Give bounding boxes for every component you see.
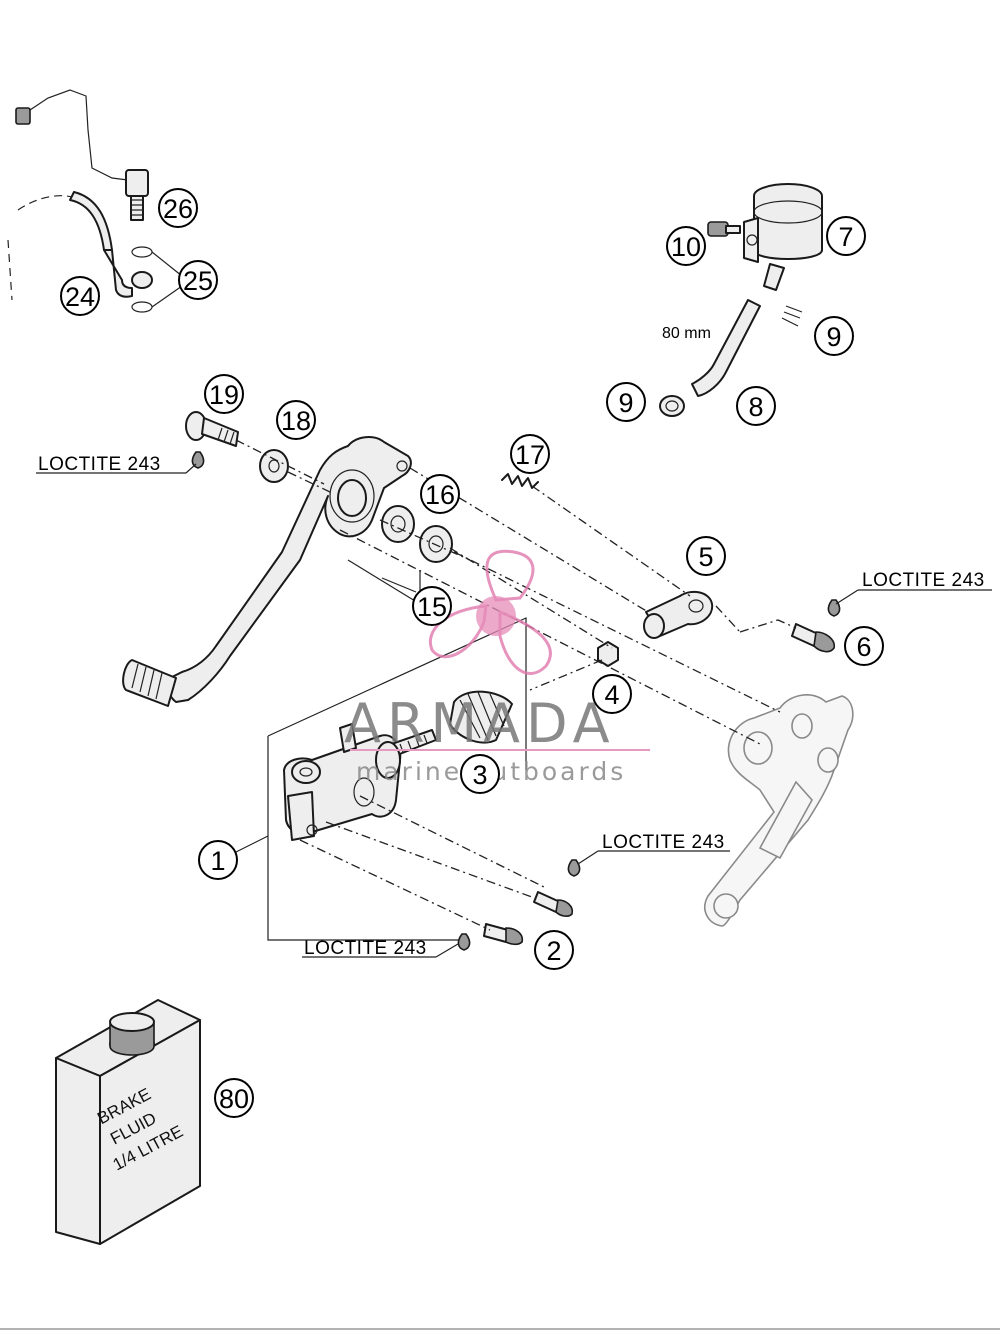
svg-text:4: 4 bbox=[604, 680, 619, 710]
svg-text:18: 18 bbox=[281, 406, 311, 436]
armada-watermark: ARMADA marine outboards bbox=[344, 549, 650, 786]
brake-switch-thread bbox=[130, 195, 144, 221]
push-rod-fork bbox=[643, 590, 714, 639]
brake-switch-body bbox=[125, 169, 149, 197]
brake-fluid-can bbox=[55, 999, 201, 1245]
footrest-bracket-ghost bbox=[704, 694, 854, 927]
svg-text:10: 10 bbox=[671, 232, 701, 262]
master-cylinder bbox=[283, 723, 437, 841]
svg-text:19: 19 bbox=[209, 380, 239, 410]
brake-fluid-reservoir-assembly bbox=[659, 183, 823, 417]
callout-2: 2 bbox=[534, 930, 574, 970]
brake-pedal bbox=[122, 436, 412, 707]
callout-1: 1 bbox=[198, 835, 269, 880]
return-spring bbox=[501, 473, 539, 489]
svg-text:26: 26 bbox=[163, 194, 193, 224]
callouts: 1 2 3 4 5 6 7 8 9 9 10 15 16 17 18 19 24… bbox=[60, 188, 884, 1118]
svg-text:3: 3 bbox=[472, 760, 487, 790]
reservoir-hose bbox=[691, 299, 761, 397]
callout-9-upper: 9 bbox=[814, 316, 854, 356]
callout-4: 4 bbox=[592, 674, 632, 714]
svg-text:15: 15 bbox=[417, 592, 447, 622]
lock-nut bbox=[597, 641, 619, 667]
loctite-note-2: LOCTITE 243 bbox=[862, 570, 985, 591]
callout-15: 15 bbox=[412, 586, 452, 626]
callout-3: 3 bbox=[460, 754, 500, 794]
svg-text:24: 24 bbox=[65, 282, 95, 312]
callout-5: 5 bbox=[686, 536, 726, 576]
sealing-washer-lower bbox=[131, 301, 153, 313]
callout-24: 24 bbox=[60, 276, 100, 316]
group-box-top bbox=[267, 617, 527, 770]
callout-19: 19 bbox=[204, 374, 244, 414]
svg-text:5: 5 bbox=[698, 542, 713, 572]
hose-length-note: 80 mm bbox=[662, 325, 711, 342]
svg-text:7: 7 bbox=[838, 222, 853, 252]
propeller-hub bbox=[476, 596, 516, 636]
brake-line-assembly bbox=[7, 89, 183, 313]
svg-text:16: 16 bbox=[425, 480, 455, 510]
svg-text:80: 80 bbox=[219, 1084, 249, 1114]
pivot-washer bbox=[259, 449, 289, 483]
svg-text:1: 1 bbox=[210, 846, 225, 876]
pivot-bolt bbox=[185, 411, 239, 447]
pedal-foot-peg bbox=[122, 659, 177, 707]
propeller-logo bbox=[428, 549, 552, 675]
reservoir-mount-tab bbox=[743, 217, 759, 263]
svg-text:25: 25 bbox=[183, 266, 213, 296]
watermark-brand: ARMADA bbox=[344, 692, 616, 755]
loctite-drop-3 bbox=[567, 859, 581, 877]
callout-26: 26 bbox=[158, 188, 198, 228]
callout-9-lower: 9 bbox=[606, 382, 646, 422]
callout-25: 25 bbox=[178, 260, 218, 300]
reservoir-outlet bbox=[763, 263, 785, 291]
callout-17: 17 bbox=[510, 434, 550, 474]
svg-text:6: 6 bbox=[856, 632, 871, 662]
connector-plug bbox=[15, 107, 31, 125]
svg-text:9: 9 bbox=[826, 322, 841, 352]
reservoir-body bbox=[753, 196, 823, 260]
assembly-lines bbox=[235, 439, 797, 931]
cylinder-bolts bbox=[483, 891, 574, 946]
callout-6: 6 bbox=[844, 626, 884, 666]
callout-10: 10 bbox=[666, 226, 706, 266]
svg-text:9: 9 bbox=[618, 388, 633, 418]
svg-text:17: 17 bbox=[515, 440, 545, 470]
can-cap bbox=[109, 1023, 155, 1056]
loctite-note-1: LOCTITE 243 bbox=[38, 454, 161, 475]
svg-text:2: 2 bbox=[546, 936, 561, 966]
banjo-fitting bbox=[131, 271, 153, 289]
rubber-boot bbox=[449, 690, 513, 744]
callout-80: 80 bbox=[214, 1078, 254, 1118]
hose-clamp-lower bbox=[659, 395, 685, 417]
loctite-drop-4 bbox=[457, 933, 471, 951]
callout-7: 7 bbox=[826, 216, 866, 256]
loctite-note-3: LOCTITE 243 bbox=[602, 832, 725, 853]
notes: LOCTITE 243 LOCTITE 243 LOCTITE 243 LOCT… bbox=[36, 325, 992, 959]
pivot-bushings bbox=[381, 505, 453, 563]
loctite-note-4: LOCTITE 243 bbox=[304, 938, 427, 959]
fork-bolt bbox=[791, 623, 836, 653]
callout-8: 8 bbox=[736, 386, 776, 426]
callout-16: 16 bbox=[420, 474, 460, 514]
svg-text:8: 8 bbox=[748, 392, 763, 422]
group-box-left bbox=[267, 736, 460, 941]
sealing-washer-upper bbox=[131, 246, 153, 258]
callout-18: 18 bbox=[276, 400, 316, 440]
